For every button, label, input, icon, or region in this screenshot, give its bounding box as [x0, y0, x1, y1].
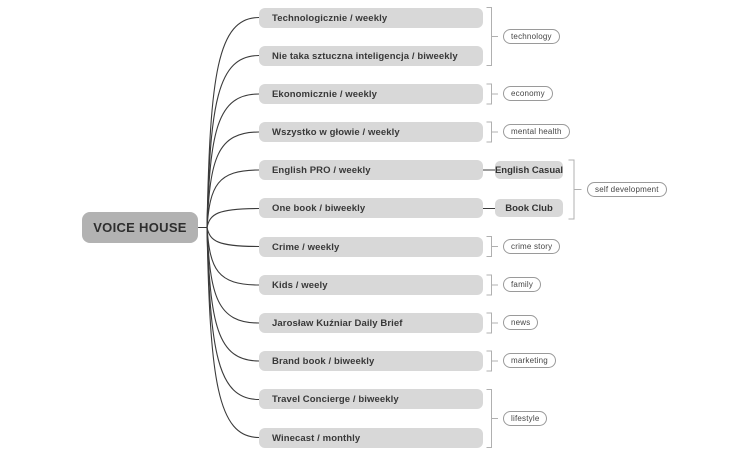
branch-node-wszystko-w-glowie[interactable]: Wszystko w głowie / weekly	[259, 122, 483, 142]
branch-node-jaroslaw-kuzniar-daily-brief[interactable]: Jarosław Kuźniar Daily Brief	[259, 313, 483, 333]
bracket-news	[486, 312, 498, 334]
curve-branch-11	[206, 226, 260, 401]
bracket-technology	[486, 7, 498, 66]
category-label-crime-story[interactable]: crime story	[503, 239, 561, 254]
curve-branch-5	[206, 169, 260, 229]
branch-node-ekonomicznie[interactable]: Ekonomicznie / weekly	[259, 84, 483, 104]
bracket-mental-health	[486, 121, 498, 143]
curve-branch-6	[206, 207, 260, 229]
category-label-economy[interactable]: economy	[503, 86, 553, 101]
bracket-marketing	[486, 350, 498, 372]
bracket-family	[486, 274, 498, 296]
curve-branch-3	[206, 93, 260, 229]
subnode-book-club[interactable]: Book Club	[495, 199, 563, 217]
category-label-family[interactable]: family	[503, 277, 542, 292]
branch-node-brand-book[interactable]: Brand book / biweekly	[259, 351, 483, 371]
branch-node-travel-concierge[interactable]: Travel Concierge / biweekly	[259, 389, 483, 409]
category-label-news[interactable]: news	[503, 315, 539, 330]
category-label-lifestyle[interactable]: lifestyle	[503, 411, 548, 426]
branch-node-nie-taka-sztuczna-inteligencja[interactable]: Nie taka sztuczna inteligencja / biweekl…	[259, 46, 483, 66]
bracket-self-development	[568, 159, 582, 220]
curve-branch-8	[206, 226, 260, 286]
curve-branch-4	[206, 131, 260, 229]
branch-node-winecast[interactable]: Winecast / monthly	[259, 428, 483, 448]
category-label-marketing[interactable]: marketing	[503, 353, 556, 368]
bracket-lifestyle	[486, 389, 498, 448]
curve-branch-9	[206, 226, 260, 324]
curve-branch-2	[206, 54, 260, 229]
bracket-crime-story	[486, 236, 498, 257]
bracket-economy	[486, 83, 498, 105]
branch-curves	[197, 16, 496, 439]
branch-node-kids[interactable]: Kids / weely	[259, 275, 483, 295]
curve-branch-12	[206, 226, 260, 439]
category-label-mental-health[interactable]: mental health	[503, 124, 570, 139]
category-brackets	[486, 7, 582, 448]
root-node-voice-house[interactable]: VOICE HOUSE	[82, 212, 198, 243]
subnode-english-casual[interactable]: English Casual	[495, 161, 563, 179]
curve-branch-7	[206, 226, 260, 248]
curve-branch-1	[206, 16, 260, 229]
branch-node-english-pro[interactable]: English PRO / weekly	[259, 160, 483, 180]
category-label-self-development[interactable]: self development	[587, 182, 667, 197]
branch-node-technologicznie[interactable]: Technologicznie / weekly	[259, 8, 483, 28]
branch-node-crime[interactable]: Crime / weekly	[259, 237, 483, 257]
branch-node-one-book[interactable]: One book / biweekly	[259, 198, 483, 218]
category-label-technology[interactable]: technology	[503, 29, 560, 44]
